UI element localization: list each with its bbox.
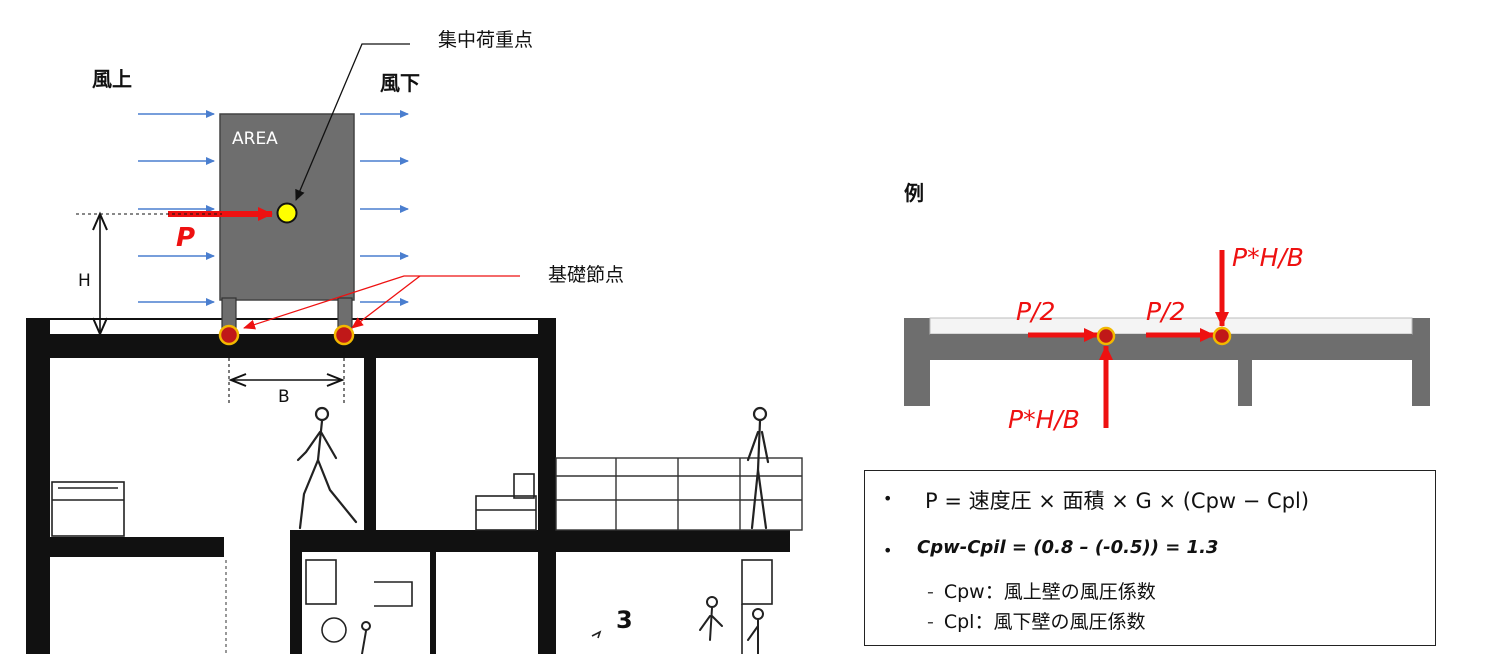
leeward-label: 風下: [380, 71, 420, 95]
dash-1: -: [927, 581, 934, 603]
formula-box: • P = 速度圧 × 面積 × G × (Cpw − Cpl) • Cpw-C…: [864, 470, 1436, 646]
width-dimension: B: [228, 346, 345, 407]
dash-2: -: [927, 611, 934, 633]
cpl-text: Cpl：風下壁の風圧係数: [943, 611, 1146, 633]
load-half-right-label: P/2: [1146, 297, 1185, 326]
load-half-left-label: P/2: [1016, 297, 1055, 326]
foundation-node-left: [218, 324, 240, 346]
windward-label: 風上: [92, 67, 132, 91]
floor-slab-left: [50, 537, 224, 557]
cpw-text: Cpw：風上壁の風圧係数: [943, 581, 1156, 603]
bed-furniture: [51, 481, 125, 537]
area-label: AREA: [232, 129, 278, 149]
lower-room-details: [305, 559, 773, 654]
foundation-node-right: [333, 324, 355, 346]
person-standing-icon: [746, 406, 770, 530]
cpl-definition: -Cpl：風下壁の風圧係数: [927, 607, 1145, 634]
example-slab: [904, 317, 1430, 406]
example-loads: P/2 P/2 P*H/B P*H/B: [1008, 243, 1304, 434]
width-label: B: [278, 387, 290, 407]
formula-wind-force: P = 速度圧 × 面積 × G × (Cpw − Cpl): [925, 489, 1310, 513]
bullet-1: •: [883, 489, 893, 508]
load-moment-up-label: P*H/B: [1008, 405, 1080, 434]
foundation-callout: 基礎節点: [243, 264, 624, 330]
bullet-2: •: [883, 541, 893, 560]
load-point-callout: 集中荷重点: [295, 29, 533, 201]
foundation-label: 基礎節点: [548, 264, 624, 286]
sofa-furniture: [475, 473, 537, 531]
left-wall: [26, 318, 50, 654]
load-point-marker: [276, 202, 298, 224]
floor-slab-right: [290, 530, 790, 552]
interior-column: [364, 350, 376, 546]
person-lower-icon: [361, 596, 764, 654]
height-label: H: [78, 271, 91, 291]
right-wall: [538, 318, 556, 654]
example-node-right: [1212, 326, 1232, 346]
formula-coefficient: Cpw-Cpil = (0.8 – (-0.5)) = 1.3: [917, 537, 1219, 558]
height-dimension: H: [76, 211, 222, 337]
floor-number-label: 3: [616, 606, 633, 634]
example-node-left: [1096, 326, 1116, 346]
example-title: 例: [904, 181, 924, 205]
person-walking-icon: [296, 406, 358, 530]
load-moment-down-label: P*H/B: [1232, 243, 1304, 272]
cpw-definition: -Cpw：風上壁の風圧係数: [927, 577, 1156, 604]
load-point-label: 集中荷重点: [438, 29, 533, 51]
force-p-label: P: [176, 223, 195, 253]
wind-arrows: [138, 110, 409, 306]
building-section: 3: [26, 318, 803, 654]
balcony-railing: [555, 457, 803, 531]
